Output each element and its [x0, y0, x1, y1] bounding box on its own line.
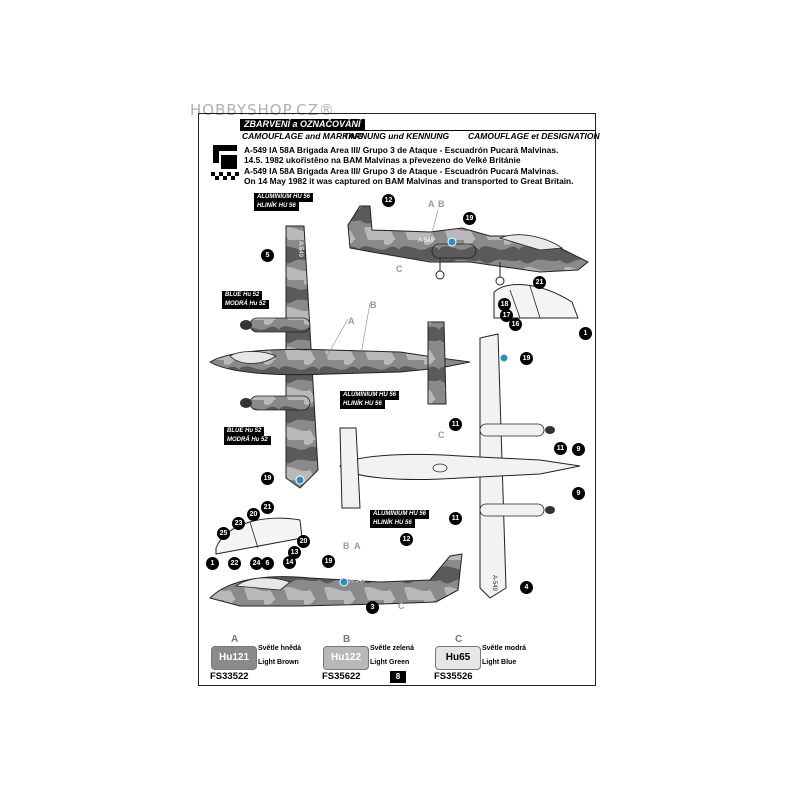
- callout: 5: [261, 249, 274, 262]
- callout: 12: [382, 194, 395, 207]
- top-view: [209, 225, 471, 489]
- callout: 12: [400, 533, 413, 546]
- page-number: 8: [390, 671, 406, 683]
- callout: 1: [579, 327, 592, 340]
- paint-letter: B: [438, 199, 445, 209]
- paint-letter: B: [370, 300, 377, 310]
- callout: 18: [498, 298, 511, 311]
- callout: 13: [288, 546, 301, 559]
- tag-hlinik-bottom: HLINÍK HU 56: [370, 519, 415, 528]
- paint-letter: C: [398, 601, 405, 611]
- swatch-letter: A: [231, 634, 239, 645]
- swatch-fs-code: FS35526: [434, 671, 473, 682]
- serial-number: A-549: [418, 238, 435, 244]
- description-line-4: On 14 May 1982 it was captured on BAM Ma…: [244, 176, 574, 186]
- callout: 21: [261, 501, 274, 514]
- callout: 17: [500, 309, 513, 322]
- callout: 20: [297, 535, 310, 548]
- callout: 14: [283, 556, 296, 569]
- callout: 16: [509, 318, 522, 331]
- side-profile-top: [347, 205, 589, 286]
- swatch-name-cz: Světle modrá: [482, 645, 526, 652]
- callout: 3: [366, 601, 379, 614]
- title-french: CAMOUFLAGE et DESIGNATION: [468, 131, 600, 141]
- paint-letter: B: [343, 541, 350, 551]
- description-line-3: A-549 IA 58A Brigada Area III/ Grupo 3 d…: [244, 166, 559, 176]
- callout: 25: [217, 527, 230, 540]
- paint-letter: C: [396, 264, 403, 274]
- watermark: HOBBYSHOP.CZ®: [190, 101, 335, 119]
- tag-aluminium-bottom: ALUMINIUM HU 56: [370, 510, 430, 519]
- brand-logo: [211, 141, 239, 181]
- instruction-sheet-frame: [198, 113, 596, 686]
- paint-letter: A: [348, 316, 355, 326]
- swatch-name-cz: Světle hnědá: [258, 645, 302, 652]
- callout: 11: [554, 442, 567, 455]
- swatch-name-cz: Světle zelená: [370, 645, 414, 652]
- tag-aluminium-mid: ALUMINIUM HU 56: [340, 391, 400, 400]
- callout: 1: [206, 557, 219, 570]
- description-line-2: 14.5. 1982 ukořistěno na BAM Malvinas a …: [244, 155, 521, 165]
- canopy-detail-top: [493, 284, 579, 319]
- color-swatch-light-brown: Hu121: [211, 646, 257, 670]
- swatch-name-en: Light Green: [370, 659, 410, 666]
- header-rule: [240, 130, 596, 131]
- tag-modra-1: MODRÁ Hu 52: [222, 300, 269, 309]
- swatch-name-en: Light Brown: [258, 659, 299, 666]
- swatch-name-en: Light Blue: [482, 659, 517, 666]
- color-swatch-light-green: Hu122: [323, 646, 369, 670]
- tag-aluminium-top: ALUMINIUM HU 56: [254, 193, 314, 202]
- tag-hlinik-top: HLINÍK HU 56: [254, 202, 299, 211]
- callout: 19: [463, 212, 476, 225]
- title-english: CAMOUFLAGE and MARKING: [242, 131, 364, 141]
- description-line-1: A-549 IA 58A Brigada Area III/ Grupo 3 d…: [244, 145, 559, 155]
- callout: 11: [449, 512, 462, 525]
- paint-letter: C: [438, 430, 445, 440]
- title-czech: ZBARVENÍ a OZNAČOVÁNÍ: [240, 119, 365, 130]
- title-german: TARNUNG und KENNUNG: [344, 131, 450, 141]
- tag-hlinik-mid: HLINÍK HU 56: [340, 400, 385, 409]
- callout: 20: [247, 508, 260, 521]
- serial-number: A-549: [297, 240, 304, 258]
- callout: 9: [572, 443, 585, 456]
- callout: 22: [228, 557, 241, 570]
- callout: 19: [261, 472, 274, 485]
- swatch-letter: B: [343, 634, 351, 645]
- swatch-fs-code: FS33522: [210, 671, 249, 682]
- tag-blue-1: BLUE Hu 52: [222, 291, 263, 300]
- swatch-fs-code: FS35622: [322, 671, 361, 682]
- side-profile-bottom: [209, 553, 463, 607]
- callout: 9: [572, 487, 585, 500]
- callout: 21: [533, 276, 546, 289]
- serial-number: A-549: [349, 578, 366, 584]
- color-swatch-light-blue: Hu65: [435, 646, 481, 670]
- swatch-letter: C: [455, 634, 463, 645]
- serial-number: A-549: [491, 574, 498, 592]
- tag-blue-2: BLUE Hu 52: [224, 427, 265, 436]
- tag-modra-2: MODRÁ Hu 52: [224, 436, 271, 445]
- callout: 19: [322, 555, 335, 568]
- callout: 11: [449, 418, 462, 431]
- paint-letter: A: [428, 199, 435, 209]
- callout: 24: [250, 557, 263, 570]
- callout: 23: [232, 517, 245, 530]
- callout: 4: [520, 581, 533, 594]
- callout: 19: [520, 352, 533, 365]
- paint-letter: A: [354, 541, 361, 551]
- underside-view: [339, 333, 581, 599]
- callout: 6: [261, 557, 274, 570]
